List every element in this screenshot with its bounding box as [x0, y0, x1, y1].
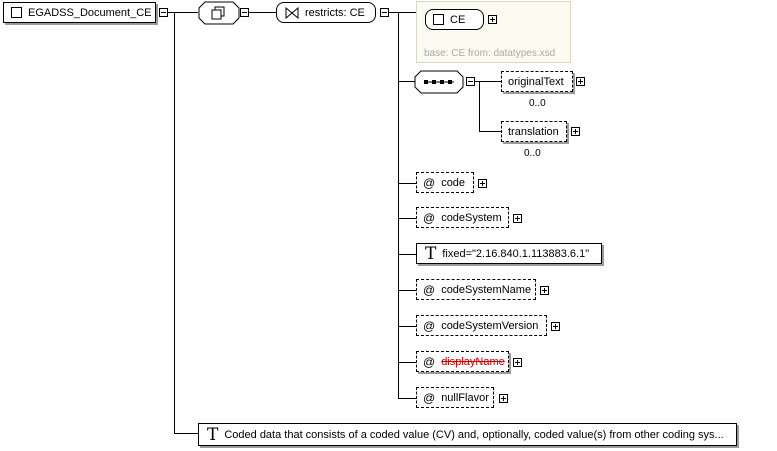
annotation-text: Coded data that consists of a coded valu… [224, 428, 724, 441]
collapse-minus-icon[interactable] [159, 8, 168, 17]
expand-plus-icon[interactable] [571, 127, 580, 136]
expand-plus-icon[interactable] [499, 394, 508, 403]
restriction-label: restricts: CE [305, 6, 365, 19]
element-label: originalText [508, 75, 564, 88]
expand-plus-icon[interactable] [540, 286, 549, 295]
collapse-minus-icon[interactable] [380, 8, 389, 17]
attribute-code[interactable]: @ code [416, 172, 474, 193]
fixed-value-node[interactable]: T fixed="2.16.840.1.113883.6.1" [416, 243, 602, 264]
element-square-icon [11, 7, 22, 18]
attribute-at-icon: @ [423, 390, 436, 405]
expand-plus-icon[interactable] [551, 322, 560, 331]
attribute-label: nullFlavor [441, 391, 489, 404]
attribute-label: codeSystemVersion [441, 319, 539, 332]
attribute-at-icon: @ [423, 210, 436, 225]
attribute-at-icon: @ [423, 318, 436, 333]
attribute-label: codeSystemName [441, 283, 532, 296]
model-group-icon [211, 6, 225, 20]
base-caption: base: CE from: datatypes.xsd [424, 48, 556, 59]
text-type-icon: T [425, 243, 437, 264]
expand-plus-icon[interactable] [488, 15, 497, 24]
restriction-node[interactable]: restricts: CE [276, 2, 376, 23]
expand-plus-icon[interactable] [478, 179, 487, 188]
fixed-value-label: fixed="2.16.840.1.113883.6.1" [442, 247, 590, 260]
collapse-minus-icon[interactable] [466, 77, 475, 86]
base-type-node[interactable]: CE [425, 9, 484, 30]
restriction-icon [285, 6, 299, 19]
attribute-label: code [441, 176, 466, 189]
attribute-at-icon: @ [423, 354, 436, 369]
attribute-codeSystemVersion[interactable]: @ codeSystemVersion [416, 315, 547, 336]
annotation-node[interactable]: T Coded data that consists of a coded va… [198, 423, 737, 446]
attribute-at-icon: @ [423, 175, 436, 190]
collapse-minus-icon[interactable] [240, 8, 249, 17]
text-type-icon: T [207, 424, 219, 445]
occurrence-label: 0..0 [529, 98, 546, 109]
expand-plus-icon[interactable] [513, 358, 522, 367]
occurrence-label: 0..0 [524, 148, 541, 159]
attribute-label: codeSystem [441, 211, 502, 224]
attribute-codeSystem[interactable]: @ codeSystem [416, 207, 509, 228]
root-element-label: EGADSS_Document_CE [28, 6, 152, 19]
attribute-codeSystemName[interactable]: @ codeSystemName [416, 279, 536, 300]
attribute-at-icon: @ [423, 282, 436, 297]
expand-plus-icon[interactable] [576, 77, 585, 86]
sequence-node[interactable] [414, 70, 464, 94]
base-type-label: CE [450, 13, 466, 26]
element-label: translation [508, 125, 559, 138]
model-group-node[interactable] [198, 1, 240, 25]
attribute-nullFlavor[interactable]: @ nullFlavor [416, 387, 494, 408]
type-square-icon [433, 14, 444, 25]
element-translation[interactable]: translation [501, 121, 567, 142]
attribute-displayName[interactable]: @ displayName [416, 351, 509, 372]
sequence-icon [424, 80, 454, 84]
root-element-node[interactable]: EGADSS_Document_CE [3, 2, 156, 23]
element-originalText[interactable]: originalText [501, 71, 573, 92]
attribute-label-prohibited: displayName [441, 355, 505, 368]
expand-plus-icon[interactable] [513, 214, 522, 223]
